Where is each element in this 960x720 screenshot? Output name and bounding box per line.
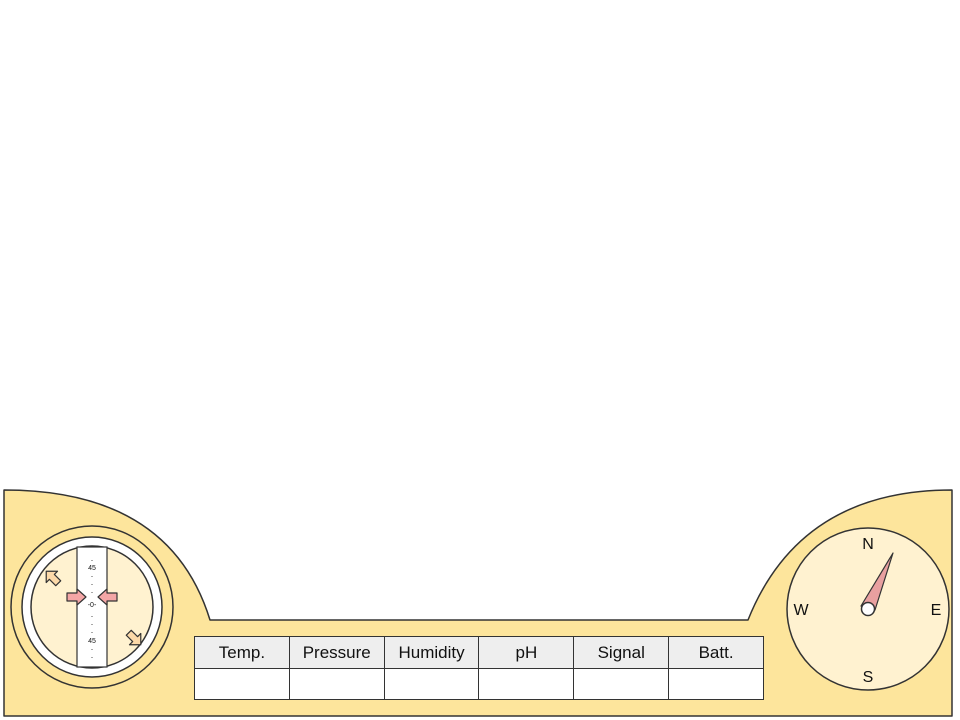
attitude-indicator: - 45 - - - -0- - - - 45 - - bbox=[10, 525, 174, 689]
arrow-up-left-icon[interactable] bbox=[41, 566, 64, 589]
readout-header-temperature: Temp. bbox=[194, 636, 290, 669]
readout-header-ph: pH bbox=[478, 636, 575, 669]
readout-value-signal bbox=[573, 668, 670, 700]
readout-value-humidity bbox=[383, 668, 480, 700]
pitch-tick: - bbox=[91, 647, 93, 653]
arrow-down-right-icon[interactable] bbox=[123, 627, 146, 650]
compass-dial: N E S W bbox=[786, 527, 950, 691]
readout-value-row bbox=[194, 668, 764, 700]
camera-viewport bbox=[0, 0, 960, 488]
readout-value-temperature bbox=[194, 668, 290, 700]
readout-value-ph bbox=[478, 668, 575, 700]
compass-south-label: S bbox=[863, 669, 874, 686]
compass-hub bbox=[860, 601, 876, 617]
pitch-tick: - bbox=[91, 622, 93, 628]
compass-east-label: E bbox=[931, 602, 942, 619]
readout-value-pressure bbox=[288, 668, 385, 700]
pitch-tick: - bbox=[91, 655, 93, 661]
pitch-tick: - bbox=[91, 590, 93, 596]
readout-header-humidity: Humidity bbox=[383, 636, 480, 669]
readout-header-battery: Batt. bbox=[668, 636, 764, 669]
readout-header-row: Temp. Pressure Humidity pH Signal Batt. bbox=[194, 636, 764, 669]
readout-header-pressure: Pressure bbox=[288, 636, 385, 669]
pitch-label-bottom: 45 bbox=[88, 638, 96, 645]
pitch-tick: - bbox=[91, 614, 93, 620]
pitch-tick: - bbox=[91, 574, 93, 580]
arrow-right-icon bbox=[66, 588, 87, 606]
pitch-tick: - bbox=[91, 558, 93, 564]
pitch-tick: - bbox=[91, 630, 93, 636]
readout-header-signal: Signal bbox=[573, 636, 670, 669]
readout-value-battery bbox=[668, 668, 764, 700]
compass-west-label: W bbox=[793, 602, 809, 619]
pitch-tick: - bbox=[91, 582, 93, 588]
pitch-label-center: -0- bbox=[88, 602, 97, 609]
arrow-left-icon bbox=[97, 588, 118, 606]
pitch-label-top: 45 bbox=[88, 565, 96, 572]
pitch-tape bbox=[76, 546, 108, 668]
sensor-readout-table: Temp. Pressure Humidity pH Signal Batt. bbox=[194, 636, 764, 700]
compass-north-label: N bbox=[862, 536, 874, 553]
